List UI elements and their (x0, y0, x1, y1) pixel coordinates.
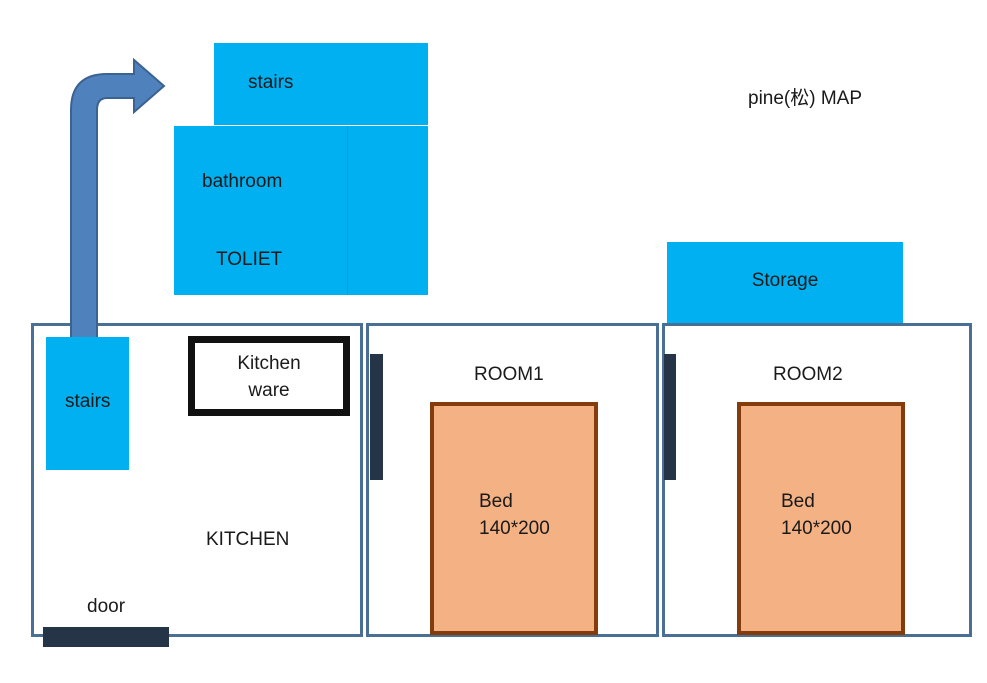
room2-door[interactable] (664, 354, 676, 480)
front-door[interactable] (43, 627, 169, 647)
room2-bed[interactable]: Bed 140*200 (737, 402, 905, 635)
storage-block[interactable]: Storage (667, 242, 903, 324)
room1-bed-label: Bed (479, 491, 513, 512)
kitchen-stairs-label: stairs (65, 391, 111, 412)
bathroom-block[interactable]: bathroom TOLIET (174, 126, 348, 295)
toilet-label: TOLIET (216, 249, 283, 270)
upper-stairs-label: stairs (248, 72, 294, 93)
kitchen-stairs-block[interactable]: stairs (46, 337, 129, 470)
room2-bed-size: 140*200 (781, 518, 852, 539)
bathroom-side-block[interactable] (347, 126, 428, 295)
kitchenware-line1: Kitchen (237, 353, 301, 374)
kitchen-room (31, 323, 363, 637)
room1-bed[interactable]: Bed 140*200 (430, 402, 598, 635)
bathroom-label: bathroom (202, 171, 283, 192)
room1-door[interactable] (370, 354, 383, 480)
room2-label: ROOM2 (773, 364, 843, 385)
arrow-up-right-icon (70, 57, 166, 340)
room1-label: ROOM1 (474, 364, 544, 385)
room2-bed-label: Bed (781, 491, 815, 512)
kitchen-label: KITCHEN (206, 529, 290, 550)
upper-stairs-block[interactable]: stairs (214, 43, 428, 125)
kitchenware-line2: ware (248, 380, 290, 401)
kitchenware-box[interactable]: Kitchen ware (188, 336, 350, 416)
storage-label: Storage (751, 270, 819, 291)
map-title: pine(松) MAP (748, 88, 863, 109)
room1 (366, 323, 659, 637)
room1-bed-size: 140*200 (479, 518, 550, 539)
room2 (662, 323, 972, 637)
door-label: door (87, 596, 126, 617)
